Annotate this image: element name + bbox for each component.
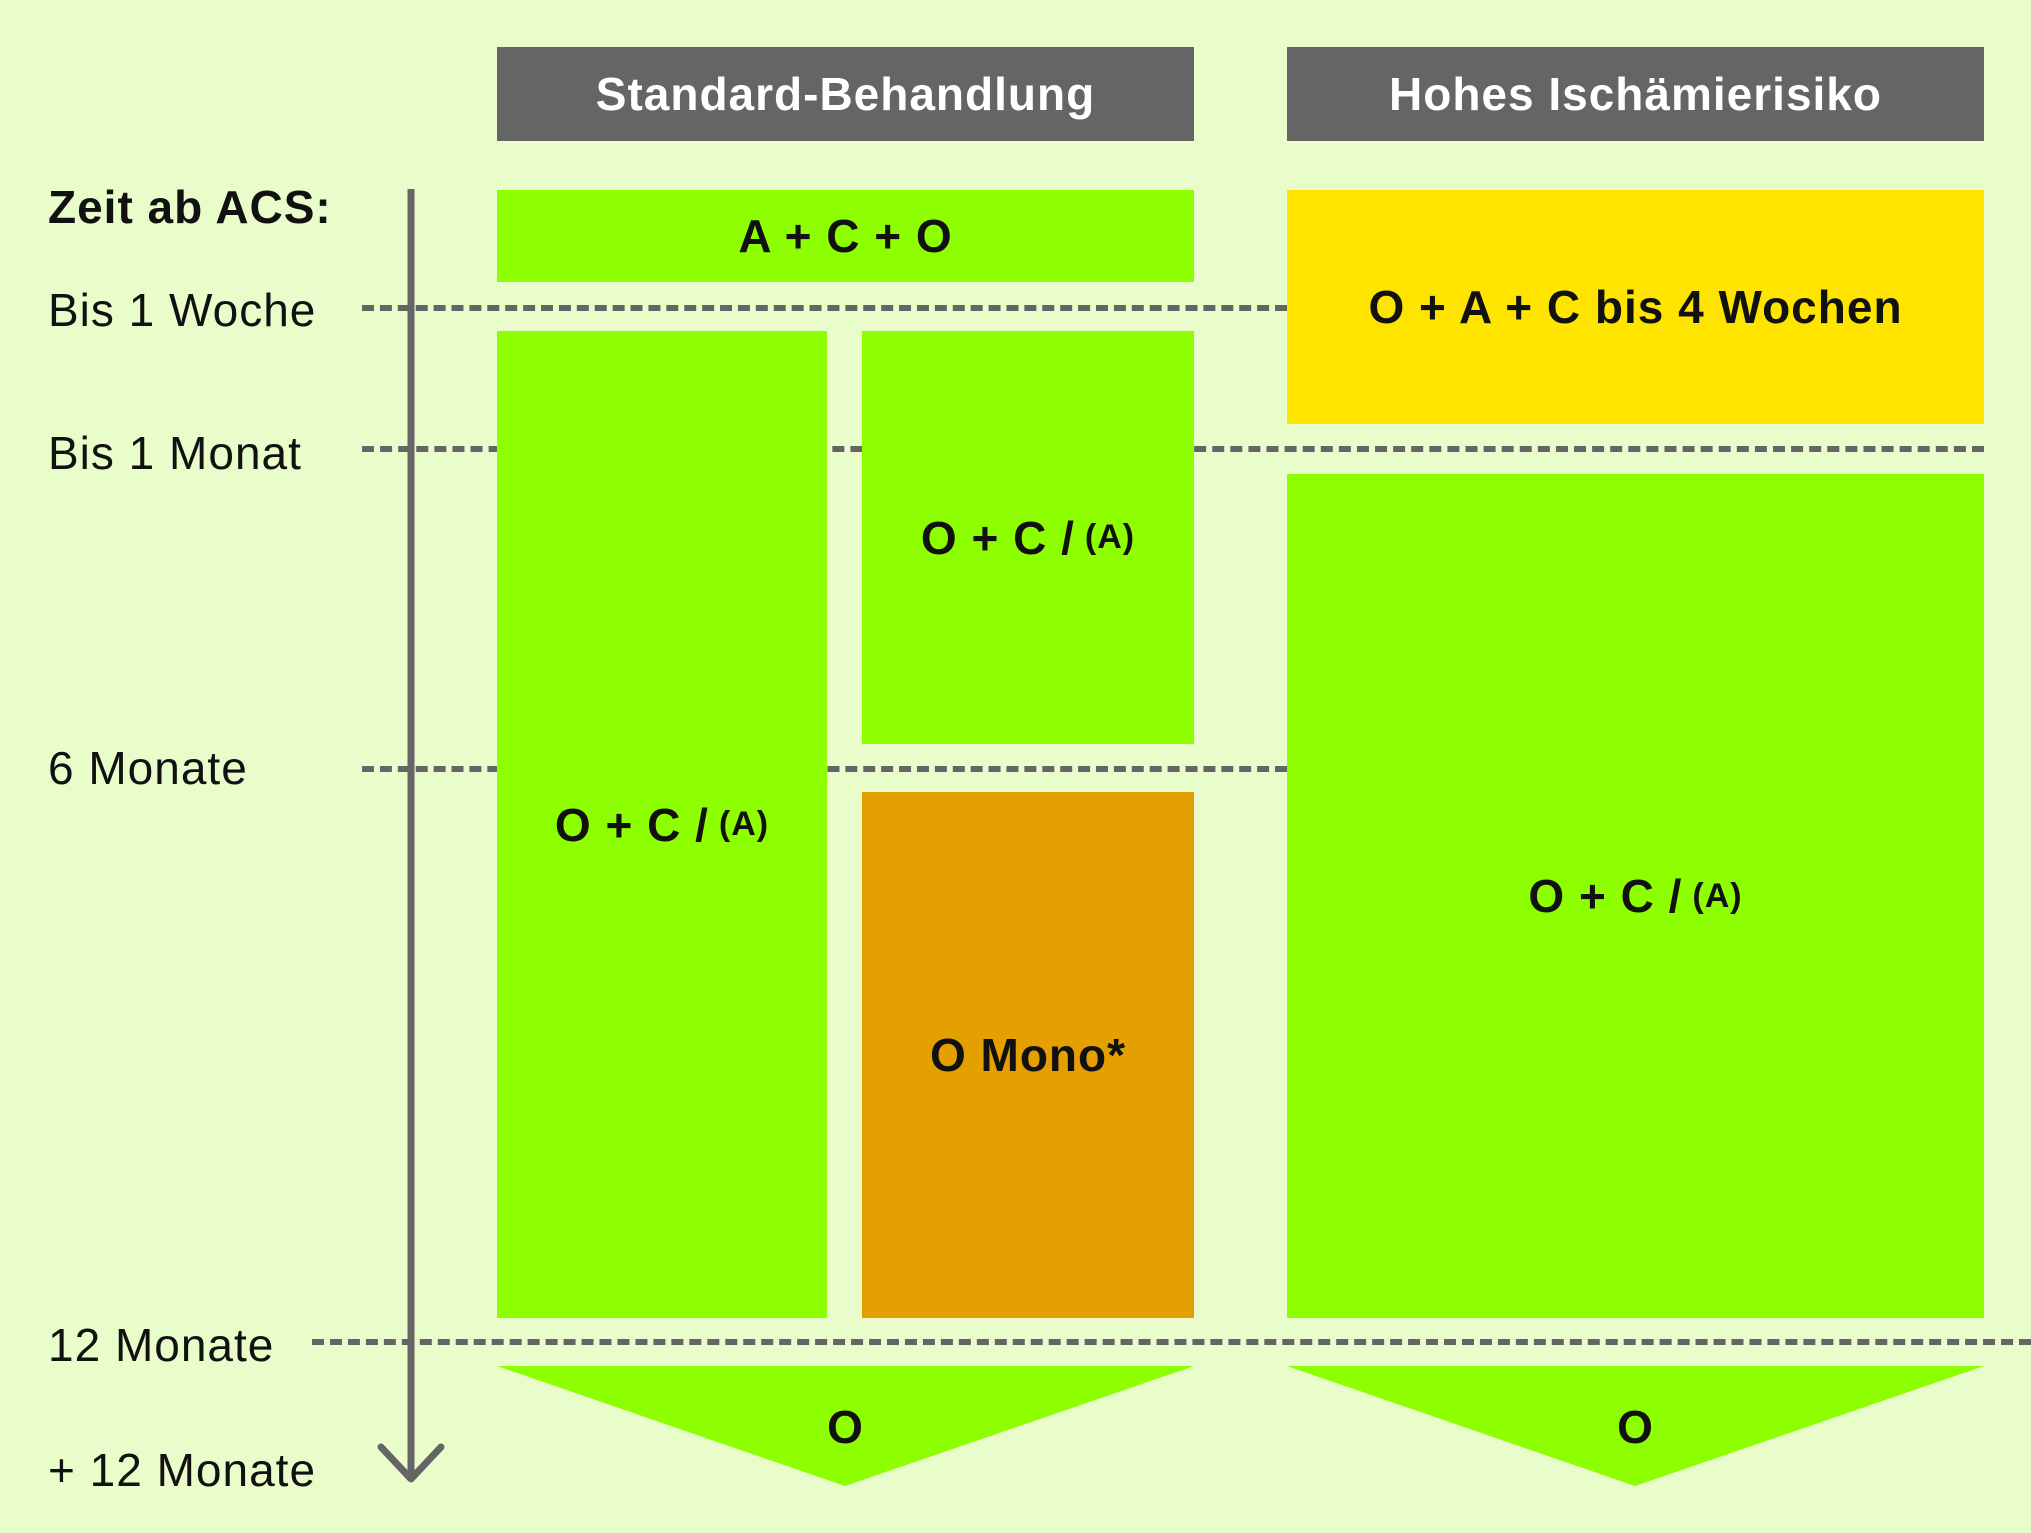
dashed-line-week	[362, 305, 1287, 311]
high-risk-main-label: O + C /	[1528, 870, 1683, 922]
standard-acute-phase-box: A + C + O	[497, 190, 1194, 282]
standard-right-lower-box: O Mono*	[862, 792, 1194, 1318]
timeline-label-beyond-12-months: + 12 Monate	[48, 1444, 317, 1496]
high-risk-main-label-optional: (A)	[1692, 876, 1743, 915]
standard-right-upper-label: O + C /	[920, 511, 1075, 564]
timeline-label-month: Bis 1 Monat	[48, 427, 302, 479]
standard-right-upper-label-optional: (A)	[1084, 518, 1136, 556]
high-risk-main-box: O + C / (A)	[1287, 474, 1984, 1318]
high-risk-after-12-months-label: O	[1617, 1401, 1653, 1453]
time-axis-arrow-icon	[377, 1443, 445, 1483]
standard-right-lower-label: O Mono*	[929, 1029, 1127, 1081]
high-risk-acute-phase-label: O + A + C bis 4 Wochen	[1368, 281, 1903, 333]
high-risk-after-12-months-chevron	[1287, 1366, 1984, 1486]
timeline-label-week: Bis 1 Woche	[48, 284, 317, 336]
standard-right-upper-box: O + C / (A)	[862, 331, 1194, 744]
high-risk-acute-phase-box: O + A + C bis 4 Wochen	[1287, 190, 1984, 424]
timeline-title: Zeit ab ACS:	[48, 181, 332, 233]
standard-after-12-months-label: O	[827, 1401, 863, 1453]
standard-after-12-months-chevron	[497, 1366, 1194, 1486]
header-standard-treatment: Standard-Behandlung	[497, 47, 1194, 141]
standard-left-box: O + C / (A)	[497, 331, 827, 1318]
timeline-label-12-months: 12 Monate	[48, 1319, 275, 1371]
standard-left-label: O + C /	[554, 798, 709, 851]
header-high-ischemic-risk: Hohes Ischämierisiko	[1287, 47, 1984, 141]
dashed-line-12-months	[312, 1339, 2031, 1345]
timeline-label-6-months: 6 Monate	[48, 742, 248, 794]
standard-acute-phase-label: A + C + O	[738, 210, 953, 262]
standard-left-label-optional: (A)	[718, 805, 770, 843]
